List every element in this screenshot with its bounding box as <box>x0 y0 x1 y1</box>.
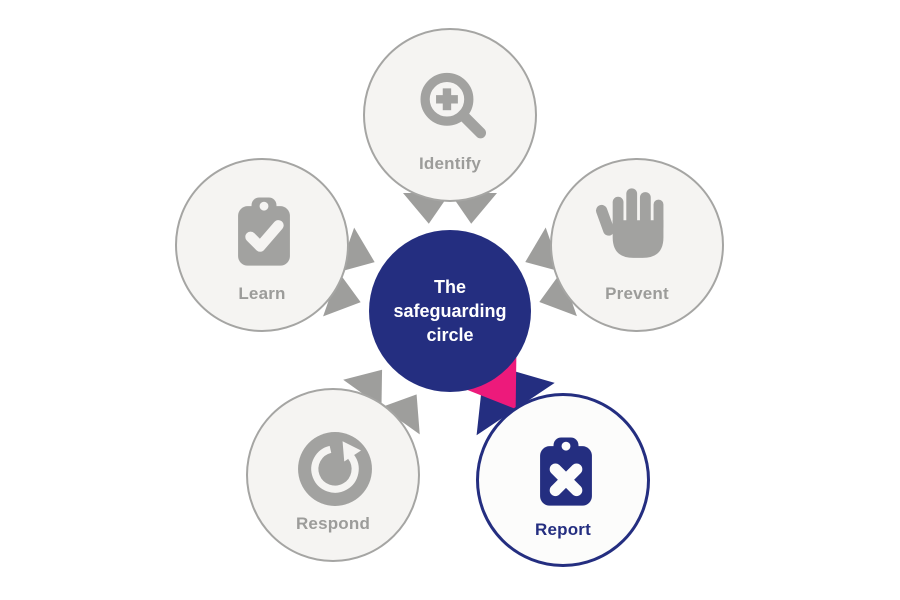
node-identify[interactable]: Identify <box>363 28 537 202</box>
node-respond[interactable]: Respond <box>246 388 420 562</box>
node-label-respond: Respond <box>295 514 371 533</box>
hub-title-line-3: circle <box>426 325 474 345</box>
node-label-report: Report <box>535 520 591 539</box>
clipboard-check-icon <box>238 197 290 266</box>
node-label-learn: Learn <box>238 284 286 303</box>
center-hub: The safeguarding circle <box>369 230 531 392</box>
node-report[interactable]: Report <box>476 393 650 567</box>
node-learn[interactable]: Learn <box>175 158 349 332</box>
node-label-identify: Identify <box>418 154 482 173</box>
hub-title-line-2: safeguarding <box>393 301 507 321</box>
node-label-prevent: Prevent <box>605 284 669 303</box>
hand-stop-icon <box>595 188 664 258</box>
hub-title-line-1: The <box>433 277 466 297</box>
node-prevent[interactable]: Prevent <box>550 158 724 332</box>
magnifier-zoom-in-icon <box>420 72 487 139</box>
clipboard-x-icon <box>540 437 592 506</box>
refresh-arrow-icon <box>298 432 372 506</box>
